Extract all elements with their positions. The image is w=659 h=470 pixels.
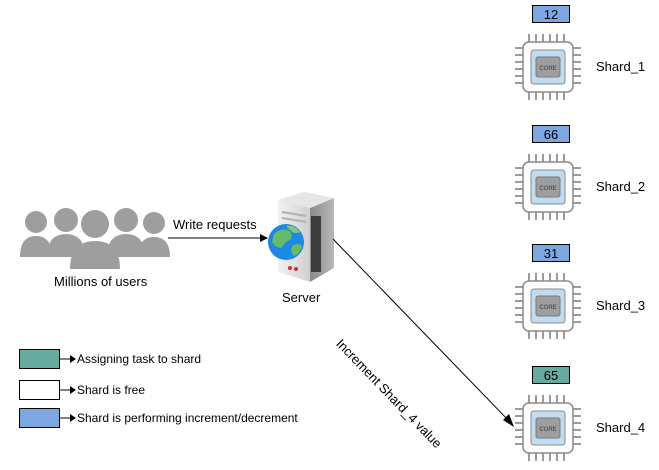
shard-counter: 66 [532, 125, 570, 143]
write-requests-arrow [168, 234, 268, 242]
legend-swatch [19, 408, 60, 428]
svg-text:CORE: CORE [539, 186, 556, 192]
shard-counter: 31 [532, 244, 570, 262]
legend-arrow [60, 414, 76, 422]
cpu-chip-icon: CORE [513, 32, 583, 107]
shard-counter: 12 [532, 5, 570, 23]
increment-arrow [332, 238, 514, 427]
shard-name: Shard_4 [596, 420, 646, 435]
legend-label: Shard is performing increment/decrement [77, 411, 298, 425]
legend-label: Shard is free [77, 383, 146, 397]
shard-name: Shard_3 [596, 298, 646, 313]
shard-name: Shard_1 [596, 59, 646, 74]
users-group-icon [20, 208, 170, 269]
cpu-chip-icon: CORE [513, 271, 583, 346]
legend-swatch [19, 349, 60, 369]
server-icon [268, 192, 334, 282]
cpu-chip-icon: CORE [513, 393, 583, 468]
server-label: Server [282, 290, 321, 305]
legend-swatch [19, 380, 60, 400]
cpu-chip-icon: CORE [513, 152, 583, 227]
write-requests-label: Write requests [173, 217, 257, 232]
svg-text:CORE: CORE [539, 427, 556, 433]
legend-arrow [60, 355, 76, 363]
users-label: Millions of users [54, 274, 148, 289]
shard-counter: 65 [532, 366, 570, 384]
svg-text:CORE: CORE [539, 305, 556, 311]
legend-arrow [60, 386, 76, 394]
legend-label: Assigning task to shard [77, 352, 202, 366]
svg-text:CORE: CORE [539, 66, 556, 72]
shard-name: Shard_2 [596, 179, 646, 194]
